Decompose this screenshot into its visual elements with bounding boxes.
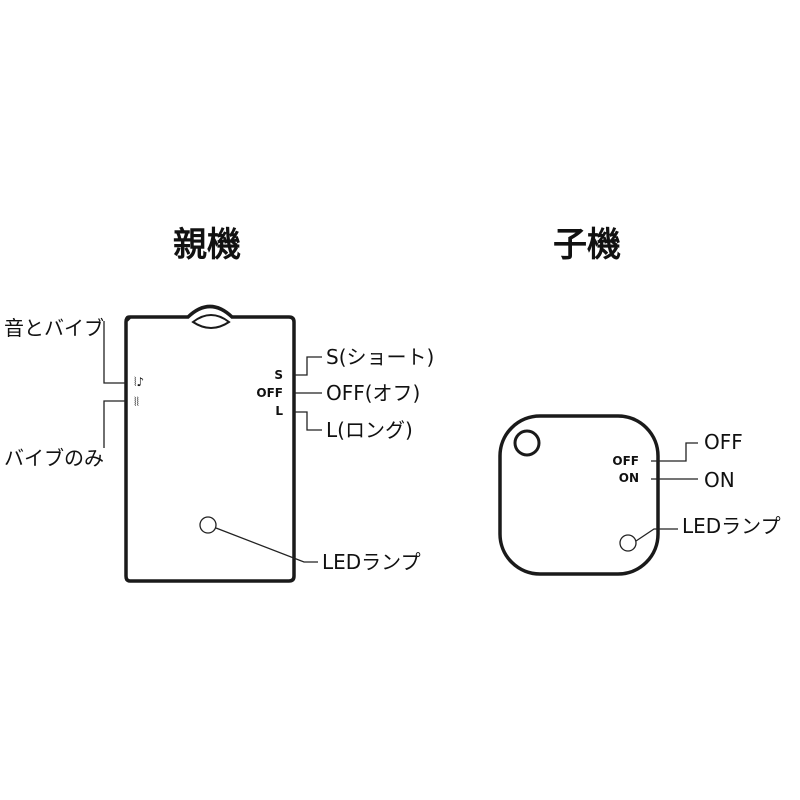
parent-unit-body [124,304,296,583]
switch-mark-s: S [274,368,283,382]
mode-label-sound-and-vibe: 音とバイブ [4,316,104,340]
leader-parent-led [215,527,318,563]
parent-led-label: LEDランプ [322,550,421,574]
parent-unit-title: 親機 [173,225,241,265]
vibration-icon: ⦚⦚ [134,395,140,409]
leader-switch-l [294,411,322,431]
child-led-lamp [619,534,637,552]
child-unit-body [498,414,660,576]
switch-mark-l: L [275,404,283,418]
parent-unit-hook-hole [191,314,231,329]
switch-option-long: L(ロング) [326,418,413,442]
mode-label-vibe-only: バイブのみ [4,446,104,470]
child-switch-mark-on: ON [619,471,639,485]
child-unit-title: 子機 [553,225,621,265]
child-led-label: LEDランプ [682,514,781,538]
leader-child-led [635,528,678,542]
leader-switch-s [294,356,322,376]
switch-mark-off: OFF [256,386,283,400]
parent-led-lamp [199,516,217,534]
leader-vibe-only [103,400,126,448]
leader-child-off [651,442,698,462]
leader-sound-and-vibe [103,321,126,384]
vibration-note-icon: ⦚♪ [134,375,144,389]
child-switch-option-off: OFF [704,430,743,454]
switch-option-off: OFF(オフ) [326,381,420,405]
child-unit-strap-hole [513,429,541,457]
child-switch-option-on: ON [704,468,735,492]
child-switch-mark-off: OFF [612,454,639,468]
switch-option-short: S(ショート) [326,345,434,369]
